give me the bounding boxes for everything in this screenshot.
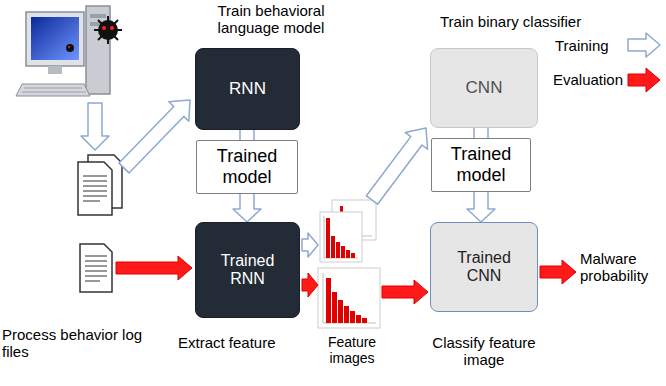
box-label: RNN [229, 79, 266, 99]
feature-image [318, 268, 380, 328]
box-label: Trained CNN [447, 249, 522, 286]
log-file-icon [80, 244, 112, 292]
legend-evaluation-arrow [628, 68, 660, 92]
trained-model-box: Trained model [196, 140, 298, 194]
step-caption: Classify feature image [428, 334, 540, 369]
legend-training-arrow [628, 33, 660, 57]
step-caption: Extract feature [178, 334, 298, 351]
model-box: Trained RNN [195, 222, 300, 318]
evaluation-arrow [302, 273, 318, 297]
training-arrow [119, 100, 190, 173]
box-label: CNN [466, 78, 503, 98]
data-caption: Feature images [308, 334, 396, 366]
output-caption: Malware probability [580, 250, 662, 285]
training-arrow [366, 128, 427, 204]
model-box: RNN [195, 48, 300, 130]
evaluation-arrow [382, 280, 428, 304]
box-label: Trained RNN [210, 252, 285, 289]
legend-entry: Evaluation [553, 71, 623, 88]
trained-model-box: Trained model [431, 138, 531, 192]
flow-arrow [467, 189, 495, 222]
legend-entry: Training [555, 37, 609, 54]
training-arrow [81, 103, 109, 150]
computer-icon [16, 6, 110, 96]
model-box: Trained CNN [430, 222, 538, 312]
evaluation-arrow [540, 260, 576, 284]
legend-label: Evaluation [553, 71, 623, 88]
evaluation-arrow [116, 256, 192, 280]
step-heading: Train binary classifier [440, 13, 610, 30]
malware-bug [66, 16, 122, 52]
log-files-icon [78, 155, 122, 215]
input-caption: Process behavior log files [2, 326, 170, 361]
box-label: Trained model [207, 146, 287, 187]
model-box: CNN [430, 48, 538, 128]
feature-image [320, 200, 376, 262]
legend-label: Training [555, 37, 609, 54]
flow-arrow [233, 191, 261, 222]
training-arrow [302, 233, 318, 257]
box-label: Trained model [441, 144, 521, 185]
step-heading: Train behavioral language model [205, 2, 337, 37]
